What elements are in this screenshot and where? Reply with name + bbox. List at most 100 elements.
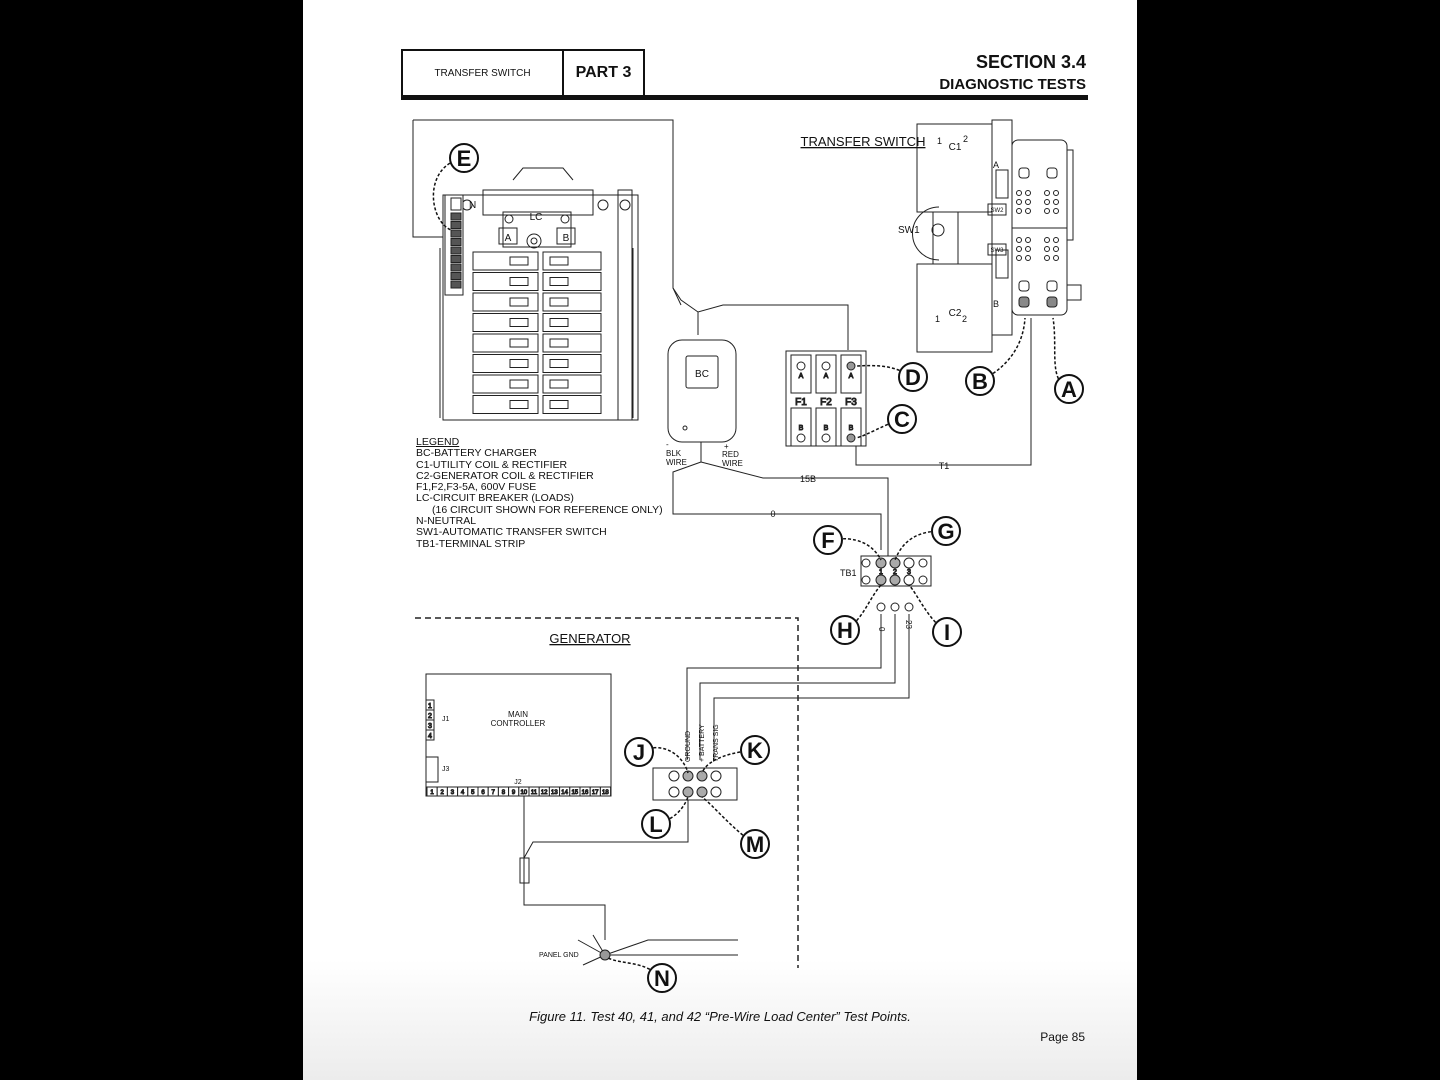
test-point-h: H bbox=[830, 584, 882, 645]
breaker-handle bbox=[509, 318, 529, 327]
test-point-circle bbox=[932, 617, 962, 647]
switch-hole bbox=[1053, 246, 1059, 252]
test-point-l: L bbox=[641, 796, 689, 839]
switch-b-label: B bbox=[993, 299, 999, 309]
switch-hole bbox=[1016, 246, 1022, 252]
test-point-circle bbox=[647, 963, 677, 993]
tb1-wire-23: 23 bbox=[904, 620, 913, 629]
test-point-label: M bbox=[746, 832, 764, 857]
fuse-screw bbox=[796, 433, 806, 443]
test-point-d: D bbox=[855, 362, 928, 392]
charger-label: BC bbox=[695, 369, 709, 380]
j2-pin-label: 14 bbox=[561, 790, 568, 796]
sw3-label: SW3 bbox=[990, 248, 1004, 254]
document-page: TRANSFER SWITCH PART 3 SECTION 3.4 DIAGN… bbox=[303, 0, 1137, 1080]
j1-pin bbox=[425, 729, 435, 741]
j1-pin-label: 2 bbox=[428, 713, 432, 720]
blk-label: BLK bbox=[666, 449, 682, 458]
tb1-screw bbox=[875, 574, 887, 586]
section-title: SECTION 3.4 bbox=[975, 52, 1086, 72]
switch-hole bbox=[1053, 199, 1059, 205]
gen-terminal-screw bbox=[668, 786, 680, 798]
neutral-terminal bbox=[450, 280, 462, 289]
neutral-terminal bbox=[450, 255, 462, 263]
breaker bbox=[542, 395, 602, 414]
test-point-label: B bbox=[972, 369, 988, 394]
legend-item: TB1-TERMINAL STRIP bbox=[416, 537, 526, 550]
breaker bbox=[542, 374, 602, 394]
legend-item: SW1-AUTOMATIC TRANSFER SWITCH bbox=[416, 526, 607, 539]
coil-c2 bbox=[916, 263, 993, 353]
switch-hole bbox=[1016, 199, 1022, 205]
neutral-terminal bbox=[450, 238, 462, 246]
generator-terminal-strip bbox=[652, 767, 738, 801]
breaker-handle bbox=[509, 379, 529, 389]
switch-hole bbox=[1016, 208, 1022, 214]
gen-terminal-screw bbox=[682, 786, 694, 798]
test-point-label: H bbox=[837, 618, 853, 643]
legend-item: (16 CIRCUIT SHOWN FOR REFERENCE ONLY) bbox=[432, 503, 663, 516]
breaker-handle bbox=[549, 400, 569, 409]
j2-pin-label: 2 bbox=[441, 790, 445, 796]
switch-hole bbox=[1025, 255, 1031, 261]
j2-pin-label: 16 bbox=[582, 790, 589, 796]
legend-title: LEGEND bbox=[416, 436, 460, 448]
lc-terminal-a bbox=[498, 227, 518, 245]
gen-terminal-screw bbox=[710, 786, 722, 798]
j2-pin-label: 3 bbox=[451, 790, 455, 796]
breaker bbox=[542, 251, 602, 271]
test-point-circle bbox=[740, 829, 770, 859]
part-label: PART 3 bbox=[562, 49, 645, 95]
neutral-terminal bbox=[450, 263, 462, 272]
panel-gnd-label: PANEL GND bbox=[539, 952, 579, 959]
switch-hole bbox=[1044, 255, 1050, 261]
test-point-j: J bbox=[624, 737, 689, 774]
breaker-handle bbox=[549, 277, 569, 286]
j2-pin-label: 7 bbox=[492, 790, 496, 796]
breaker-handle bbox=[549, 379, 569, 389]
pos-sign: + bbox=[724, 442, 729, 451]
tb1-end bbox=[918, 558, 928, 568]
tb1-wire-terminal bbox=[904, 602, 914, 612]
test-point-e: E bbox=[432, 143, 479, 231]
tb1-end bbox=[861, 575, 871, 585]
switch-hole bbox=[1053, 208, 1059, 214]
test-point-label: F bbox=[821, 528, 834, 553]
tb1-position: 2 bbox=[893, 569, 897, 576]
test-point-f: F bbox=[813, 525, 882, 561]
j2-pin bbox=[599, 786, 612, 797]
j2-pin-label: 9 bbox=[512, 790, 516, 796]
wire-t1-label: T1 bbox=[939, 461, 950, 471]
controller-line1: MAIN bbox=[508, 710, 528, 719]
test-point-circle bbox=[449, 143, 479, 173]
test-point-circle bbox=[898, 362, 928, 392]
sw2-label: SW2 bbox=[990, 208, 1004, 214]
switch-hole bbox=[1016, 237, 1022, 243]
switch-hole bbox=[1025, 190, 1031, 196]
lc-a-label: A bbox=[505, 233, 512, 244]
switch-hole bbox=[1025, 246, 1031, 252]
red-wire-label: WIRE bbox=[722, 459, 743, 468]
ground-terminal-label: GROUND bbox=[685, 731, 692, 762]
tb1-screw bbox=[903, 557, 915, 569]
switch-hole bbox=[1025, 237, 1031, 243]
neutral-terminal bbox=[450, 229, 462, 238]
j2-pin-label: 4 bbox=[461, 790, 465, 796]
tb1-position: 1 bbox=[879, 569, 883, 576]
tb1-label: TB1 bbox=[840, 568, 857, 578]
c1-pin2: 2 bbox=[963, 134, 968, 144]
test-point-circle bbox=[830, 615, 860, 645]
j1-pin-label: 1 bbox=[428, 703, 432, 710]
fuse-screw bbox=[846, 361, 856, 371]
generator-title: GENERATOR bbox=[549, 631, 630, 646]
test-point-label: D bbox=[905, 365, 921, 390]
fuse-holder-bottom bbox=[815, 407, 837, 447]
switch-terminal bbox=[1046, 280, 1058, 292]
breaker-handle bbox=[549, 297, 569, 307]
test-point-label: E bbox=[457, 146, 472, 171]
tb1-wire-terminal bbox=[876, 602, 886, 612]
test-point-label: C bbox=[894, 407, 910, 432]
test-point-i: I bbox=[908, 584, 962, 647]
j2-pin-label: 12 bbox=[541, 790, 548, 796]
